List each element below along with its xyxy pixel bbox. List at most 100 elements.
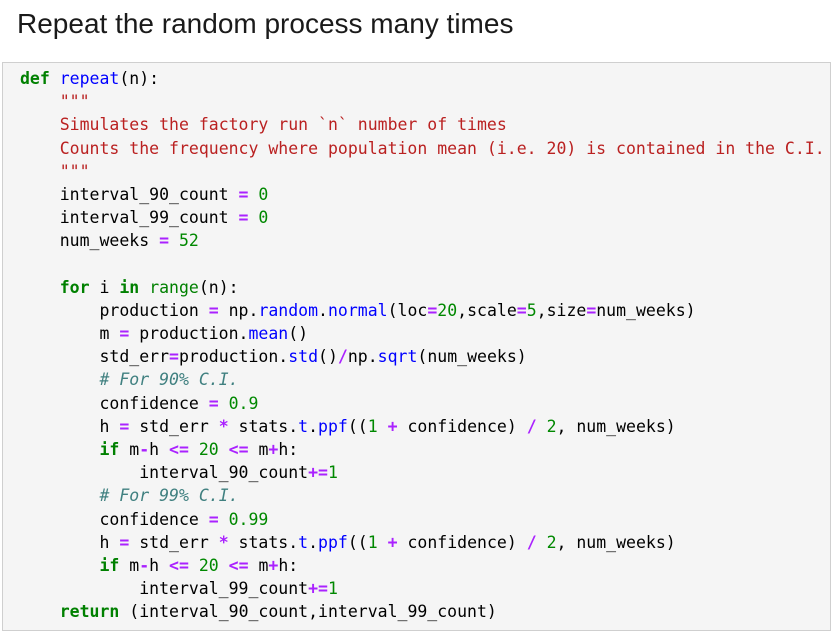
code-token: stats. <box>228 416 299 436</box>
code-token: / <box>526 416 537 436</box>
code-token <box>248 208 258 227</box>
code-token: num_weeks <box>20 231 160 251</box>
code-token <box>169 231 179 250</box>
code-token: stats. <box>228 532 299 552</box>
code-token: h <box>20 416 120 436</box>
code-token <box>50 69 60 88</box>
code-token: std <box>288 347 319 367</box>
code-token: 0 <box>258 208 269 228</box>
code-token: t <box>298 532 309 552</box>
code-token: + <box>387 532 398 552</box>
code-token: <= <box>228 440 249 459</box>
code-token: ,scale <box>457 300 517 320</box>
page-header: Repeat the random process many times <box>0 0 833 62</box>
code-token: std_err <box>129 416 219 436</box>
code-token: 1 <box>367 532 378 552</box>
code-line: Simulates the factory run `n` number of … <box>20 113 830 136</box>
code-line: num_weeks = 52 <box>20 229 830 252</box>
code-token: 52 <box>178 231 199 251</box>
code-token: mean <box>248 324 289 344</box>
code-line: m = production.mean() <box>20 322 830 345</box>
code-token: std_err <box>129 532 219 552</box>
code-line: interval_99_count+=1 <box>20 577 830 600</box>
code-token: confidence) <box>397 416 527 436</box>
code-token: += <box>308 579 328 599</box>
code-token: t <box>298 416 309 436</box>
code-token: = <box>427 300 438 320</box>
code-token: """ <box>59 92 90 112</box>
code-token: m <box>248 440 269 459</box>
code-token: 20 <box>198 440 219 459</box>
code-token <box>219 556 229 575</box>
code-line: # For 99% C.I. <box>20 484 830 507</box>
code-token: += <box>308 463 328 483</box>
code-line: if m-h <= 20 <= m+h: <box>20 438 830 461</box>
code-token: = <box>208 300 219 320</box>
code-token <box>378 417 388 436</box>
code-token <box>20 278 60 297</box>
code-token: Simulates the factory run `n` number of … <box>59 115 507 135</box>
code-token: (( <box>347 532 368 552</box>
code-token: (( <box>347 416 368 436</box>
code-token: + <box>387 416 398 436</box>
code-token: = <box>119 416 130 436</box>
code-token: , num_weeks) <box>556 532 676 552</box>
code-token: interval_99_count <box>20 208 239 228</box>
code-token: . <box>318 300 328 320</box>
code-token: np. <box>218 300 259 320</box>
code-token: = <box>238 184 249 204</box>
code-token: m <box>119 555 140 575</box>
code-token <box>20 556 99 575</box>
code-token: (n): <box>198 277 239 297</box>
code-token: return <box>59 602 120 622</box>
code-token: = <box>208 509 219 529</box>
code-token: = <box>169 347 179 367</box>
code-line: return (interval_90_count,interval_99_co… <box>20 600 830 623</box>
code-token: 2 <box>546 416 557 436</box>
code-token: = <box>159 231 170 251</box>
code-token: random <box>258 300 319 320</box>
code-token: 20 <box>437 300 458 320</box>
code-token: Counts the frequency where population me… <box>59 138 825 158</box>
code-token <box>139 278 149 297</box>
code-token: m <box>248 555 269 575</box>
code-token: confidence <box>20 393 209 413</box>
code-token: = <box>586 300 597 320</box>
code-token: (num_weeks) <box>417 347 527 367</box>
code-token <box>537 417 547 436</box>
code-line: if m-h <= 20 <= m+h: <box>20 554 830 577</box>
code-token: """ <box>59 161 90 181</box>
code-token: . <box>308 416 319 436</box>
code-token: h <box>149 555 170 575</box>
code-token: interval_99_count <box>20 579 309 599</box>
code-token <box>378 533 388 552</box>
code-token <box>189 556 199 575</box>
code-token: + <box>268 440 279 459</box>
code-line: Counts the frequency where population me… <box>20 137 830 160</box>
code-token: = <box>119 532 130 552</box>
code-token <box>20 440 99 459</box>
code-token: - <box>139 440 150 459</box>
code-token: i <box>89 277 120 297</box>
code-token <box>248 185 258 204</box>
code-token: def <box>20 69 50 88</box>
code-token: 1 <box>327 579 338 599</box>
code-token: 0 <box>258 184 269 204</box>
page-title: Repeat the random process many times <box>17 8 514 39</box>
code-token: - <box>139 555 150 575</box>
code-token: m <box>20 324 120 344</box>
code-token <box>20 139 60 158</box>
code-line: # For 90% C.I. <box>20 368 830 391</box>
code-token: if <box>99 440 120 459</box>
code-token <box>219 394 229 413</box>
code-token: ppf <box>318 532 348 552</box>
code-token: / <box>526 532 537 552</box>
code-token: h: <box>278 440 299 459</box>
code-token: confidence) <box>397 532 527 552</box>
code-line: confidence = 0.99 <box>20 508 830 531</box>
code-token <box>20 602 60 621</box>
code-token: in <box>119 277 140 297</box>
code-token: interval_90_count <box>20 184 239 204</box>
code-token: normal <box>327 300 388 320</box>
code-line: def repeat(n): <box>20 67 830 90</box>
